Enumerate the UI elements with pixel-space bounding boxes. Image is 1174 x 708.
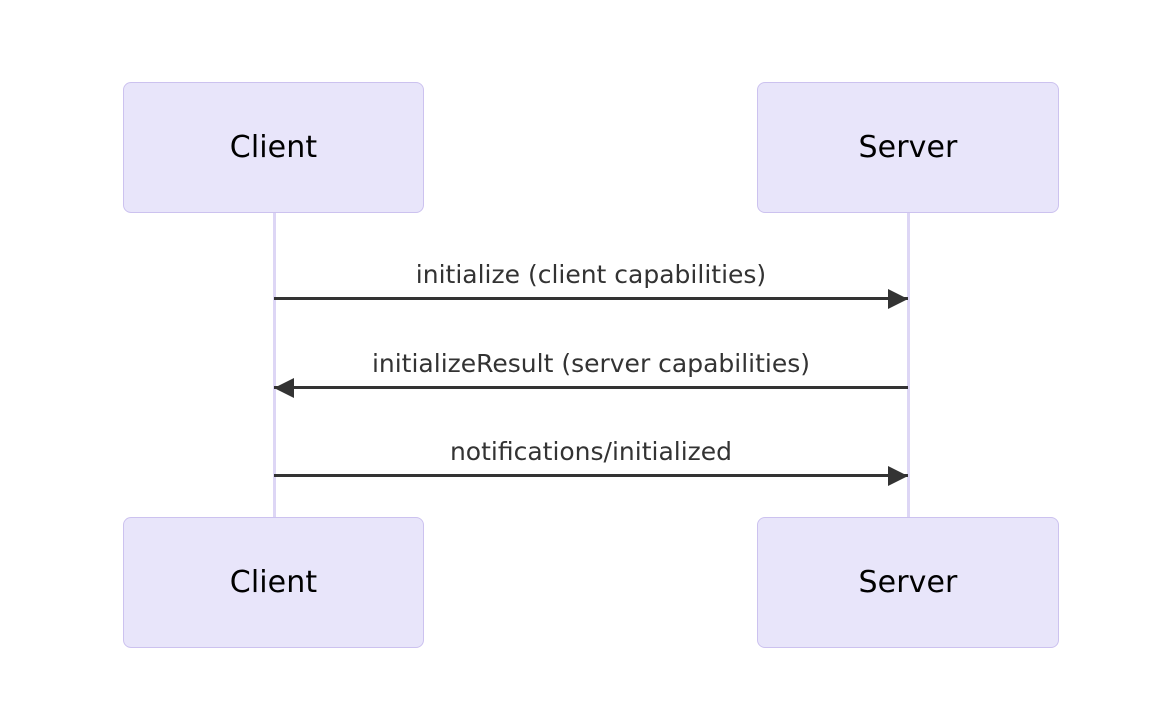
arrowhead-right-icon	[888, 465, 908, 486]
participant-label-client-top: Client	[229, 129, 318, 165]
arrowhead-left-icon	[274, 377, 294, 398]
participant-label-client-bottom: Client	[229, 564, 318, 600]
participant-box-client-top[interactable]: Client	[123, 82, 424, 213]
message-line-notifications-initialized	[274, 474, 908, 477]
message-line-initialize-result	[274, 386, 908, 389]
lifeline-client	[273, 213, 276, 518]
participant-box-server-bottom[interactable]: Server	[757, 517, 1059, 648]
participant-label-server-bottom: Server	[858, 564, 958, 600]
participant-box-server-top[interactable]: Server	[757, 82, 1059, 213]
message-line-initialize	[274, 297, 908, 300]
arrowhead-right-icon	[888, 288, 908, 309]
message-label-notifications-initialized: notifications/initialized	[449, 436, 733, 466]
lifeline-server	[907, 213, 910, 518]
message-label-initialize: initialize (client capabilities)	[415, 259, 767, 289]
participant-box-client-bottom[interactable]: Client	[123, 517, 424, 648]
participant-label-server-top: Server	[858, 129, 958, 165]
message-label-initialize-result: initializeResult (server capabilities)	[371, 348, 811, 378]
